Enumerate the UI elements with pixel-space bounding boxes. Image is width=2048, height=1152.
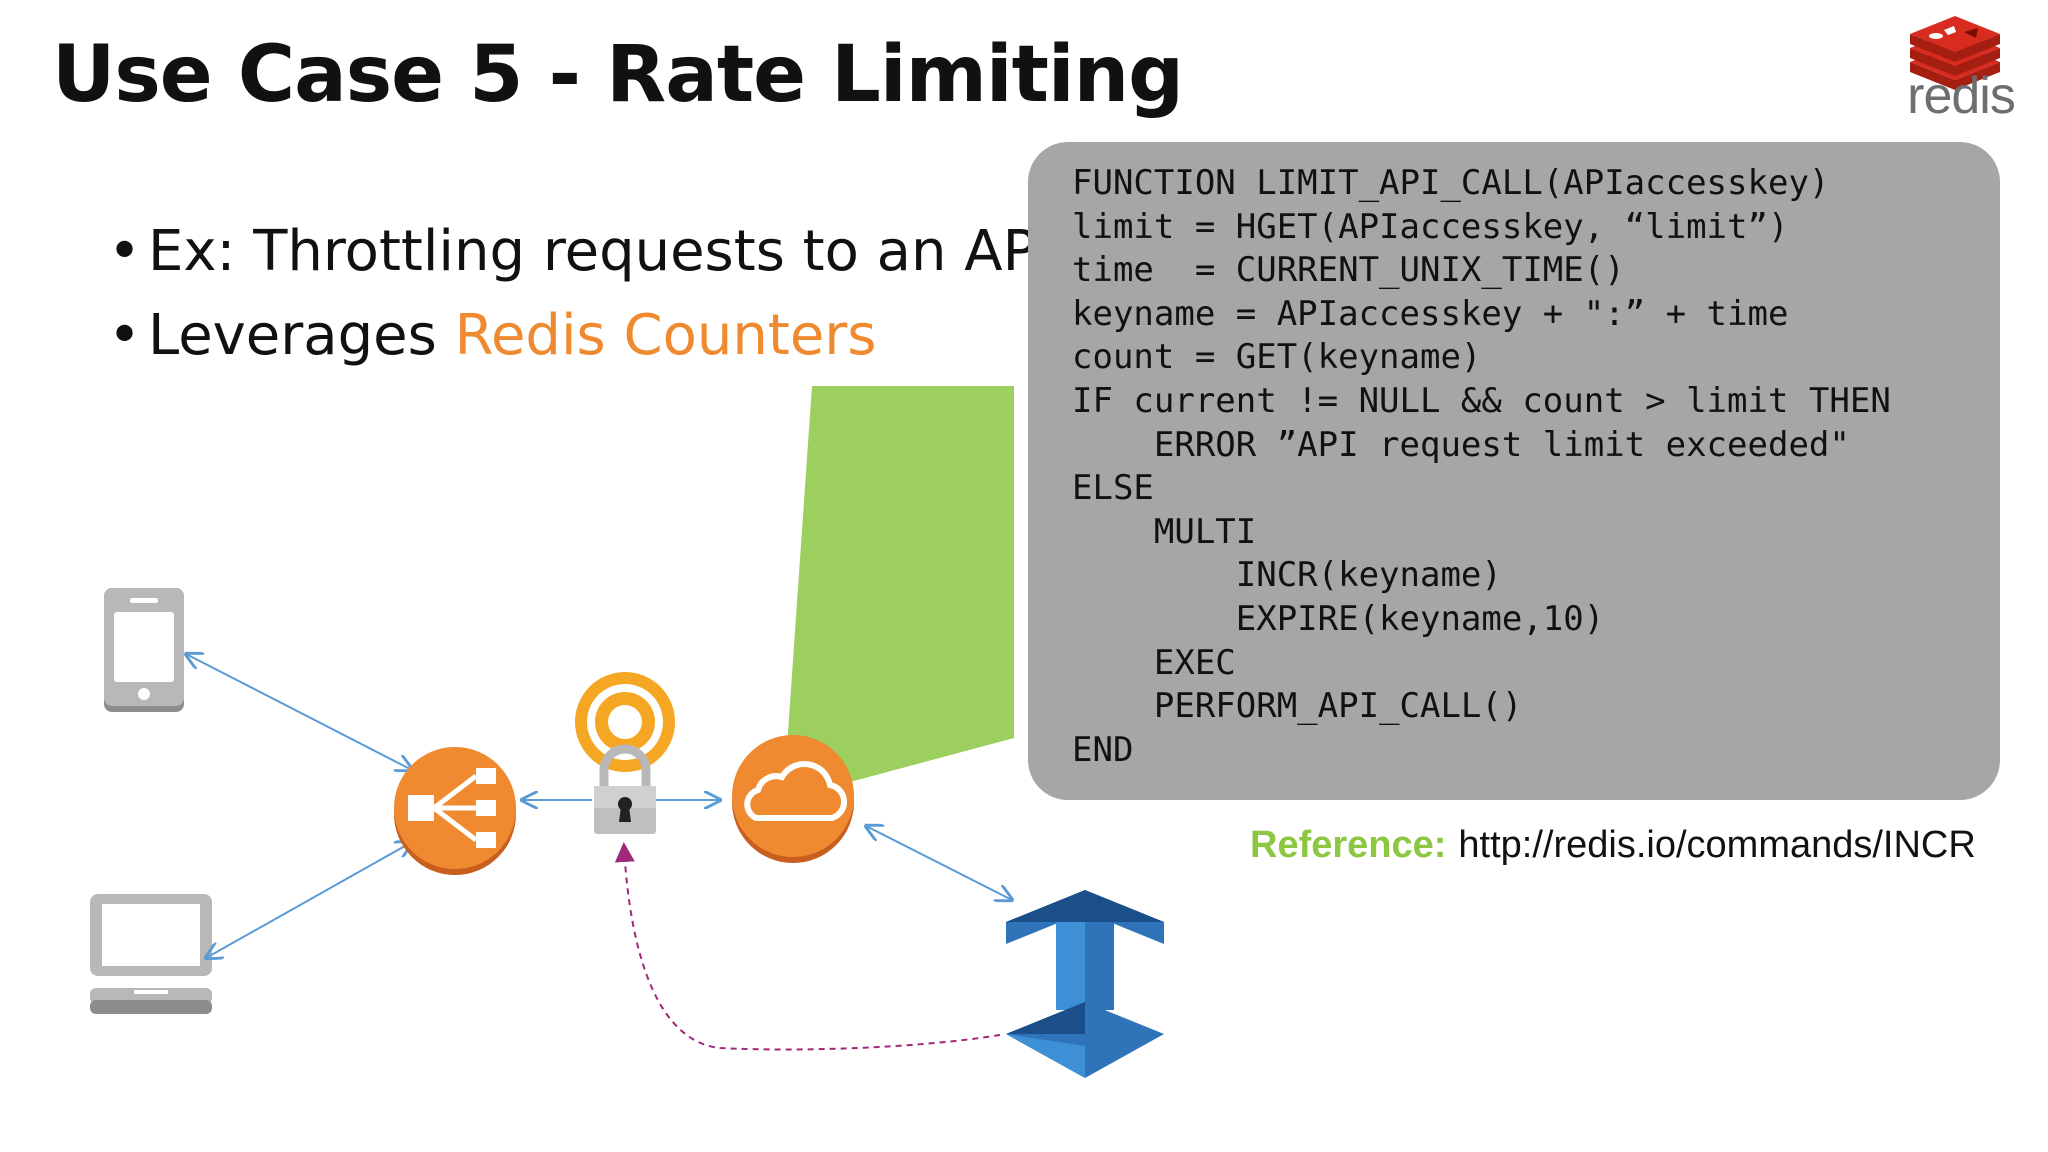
callout-wedge [784,386,1014,790]
mobile-phone-icon [104,588,184,712]
padlock-icon [594,744,656,834]
code-line: IF current != NULL && count > limit THEN [1072,380,1891,421]
code-line: time = CURRENT_UNIX_TIME() [1072,250,1625,291]
cloud-service-icon [732,735,854,863]
code-line: ERROR ”API request limit exceeded" [1072,424,1850,465]
bullet-highlight: Redis Counters [454,303,877,368]
bullet-item: •Leverages Redis Counters [108,294,1053,378]
code-line: limit = HGET(APIaccesskey, “limit”) [1072,206,1789,247]
load-balancer-icon [394,747,516,875]
code-line: EXPIRE(keyname,10) [1072,598,1605,639]
code-line: FUNCTION LIMIT_API_CALL(APIaccesskey) [1072,163,1830,203]
code-line: ELSE [1072,468,1154,509]
reference-link[interactable]: http://redis.io/commands/INCR [1458,824,1976,866]
bullet-marker: • [108,219,142,284]
code-line: keyname = APIaccesskey + ":” + time [1072,293,1789,334]
redis-logo-icon [1910,16,2000,90]
arrow-cloud-cache [866,826,1012,900]
signal-beacon-icon [575,672,675,772]
bullet-marker: • [108,303,142,368]
code-line: END [1072,729,1134,770]
bullet-list: •Ex: Throttling requests to an API •Leve… [108,210,1053,378]
slide-title: Use Case 5 - Rate Limiting [52,30,1184,120]
bullet-text: Ex: Throttling requests to an API [148,219,1053,284]
code-line: INCR(keyname) [1072,555,1502,596]
redis-logo-text: redis [1907,67,2016,125]
reference-label: Reference: [1250,824,1447,866]
elasticache-icon [1006,890,1164,1078]
code-line: PERFORM_API_CALL() [1072,686,1523,727]
bullet-text: Leverages [148,303,455,368]
arrow-cache-lock-dashed [614,842,1001,1051]
pseudocode-panel: FUNCTION LIMIT_API_CALL(APIaccesskey) li… [1028,142,2000,800]
reference-note: Reference: http://redis.io/commands/INCR [1250,824,1976,867]
arrow-phone-lb [186,654,412,770]
code-line: count = GET(keyname) [1072,337,1482,378]
arrow-laptop-lb [206,842,412,958]
code-line: EXEC [1072,642,1236,683]
bullet-item: •Ex: Throttling requests to an API [108,210,1053,294]
code-line: MULTI [1072,511,1257,552]
laptop-icon [90,894,212,1014]
